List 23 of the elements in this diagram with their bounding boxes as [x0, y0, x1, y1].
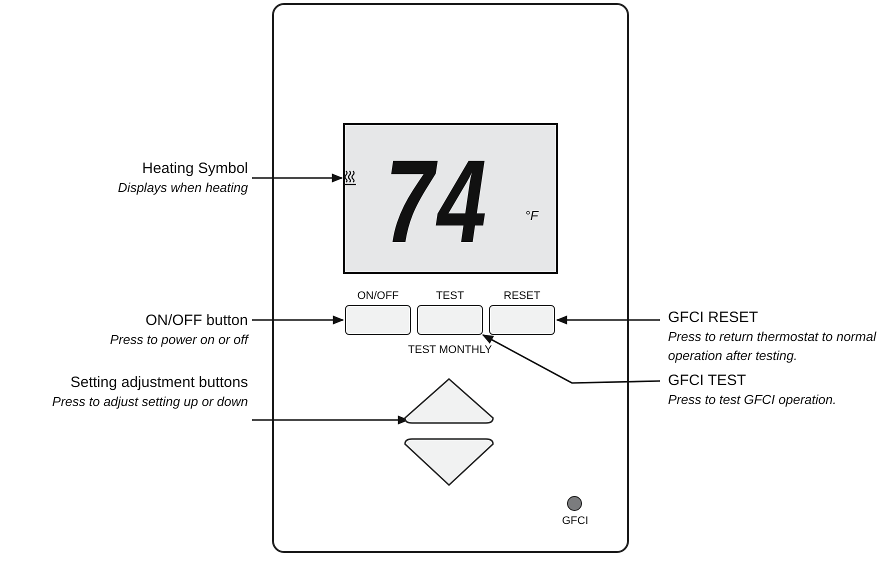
button-label: TEST	[434, 290, 466, 302]
callout-description: Press to return thermostat to normal operation after testing.	[668, 328, 878, 365]
callout-description: Displays when heating	[118, 179, 248, 197]
leader-arrow	[482, 334, 660, 384]
callout-title: GFCI RESET	[668, 309, 760, 327]
callout-title: GFCI TEST	[668, 372, 748, 390]
lcd-display	[343, 123, 558, 274]
indicator-label: GFCI	[562, 515, 586, 527]
callout-title: ON/OFF button	[144, 312, 248, 330]
button-note: TEST MONTHLY	[407, 344, 493, 356]
callout-description: Press to power on or off	[110, 331, 248, 349]
callout-description: Press to test GFCI operation.	[668, 391, 838, 409]
callout-description: Press to adjust setting up or down	[52, 393, 248, 411]
button-label: ON/OFF	[356, 290, 400, 302]
callout-title: Setting adjustment buttons	[69, 374, 248, 392]
callout-title: Heating Symbol	[141, 160, 248, 178]
device-housing	[272, 3, 629, 553]
temperature-reading: 74	[385, 143, 490, 261]
unit-label: °F	[525, 208, 538, 223]
leader-arrow	[252, 174, 344, 182]
button-label: RESET	[502, 290, 542, 302]
leader-arrow	[556, 316, 660, 324]
leader-arrow	[252, 316, 344, 324]
